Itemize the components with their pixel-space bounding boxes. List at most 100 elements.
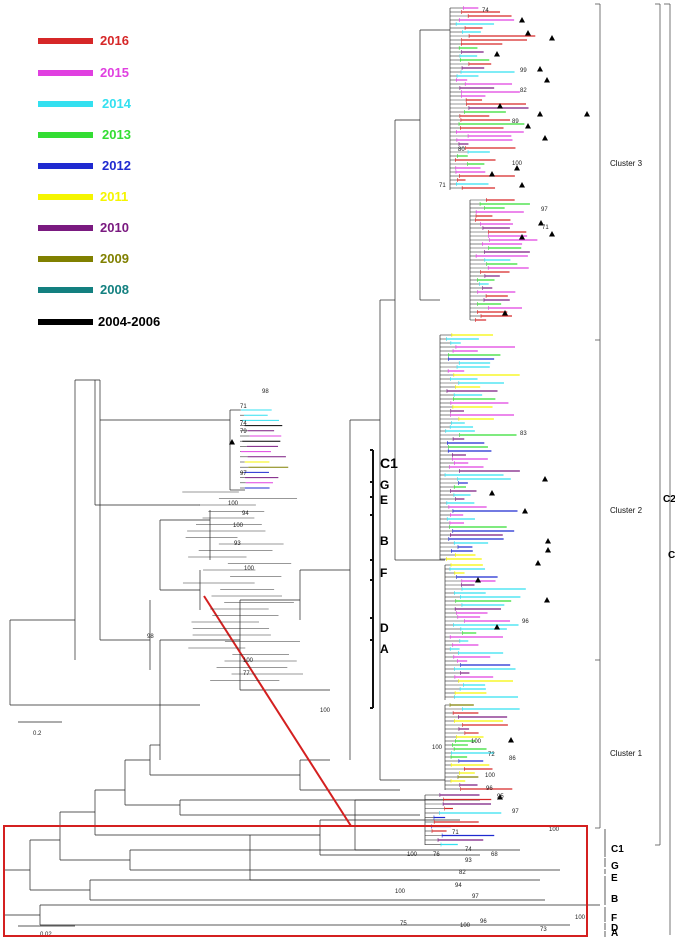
bootstrap-value: 96	[522, 619, 529, 625]
legend-label-2016: 2016	[100, 33, 129, 48]
triangle-marker	[497, 103, 503, 109]
triangle-marker	[514, 165, 520, 171]
main-phylogenetic-tree: 7499828980100719771839610072861009695971…	[3, 6, 600, 938]
bootstrap-value: 71	[542, 225, 549, 231]
main-subgenotype-F: F	[611, 913, 617, 924]
bootstrap-value: 80	[458, 147, 465, 153]
triangle-marker	[584, 111, 590, 117]
triangle-marker	[508, 737, 514, 743]
inset-triangle-marker	[229, 439, 235, 445]
legend-label-2009: 2009	[100, 251, 129, 266]
triangle-marker	[494, 624, 500, 630]
triangle-marker	[519, 234, 525, 240]
legend-label-2010: 2010	[100, 220, 129, 235]
zoom-connector-line	[203, 595, 352, 827]
main-subgenotype-C1: C1	[611, 844, 624, 855]
bootstrap-value: 82	[520, 88, 527, 94]
bootstrap-value: 100	[407, 852, 418, 858]
inset-bootstrap-value: 100	[320, 708, 331, 714]
triangle-marker	[502, 310, 508, 316]
legend-label-2012: 2012	[102, 158, 131, 173]
triangle-marker	[542, 135, 548, 141]
highlight-box	[3, 825, 588, 937]
inset-subgenotype-G: G	[380, 478, 389, 492]
triangle-marker	[494, 51, 500, 57]
main-subgenotype-A: A	[611, 928, 618, 938]
triangle-marker	[497, 794, 503, 800]
legend-label-2013: 2013	[102, 127, 131, 142]
cluster-label-1: Cluster 1	[610, 749, 643, 758]
triangle-marker	[519, 17, 525, 23]
inset-bootstrap-value: 98	[147, 634, 154, 640]
triangle-marker	[544, 597, 550, 603]
triangle-marker	[538, 220, 544, 226]
inset-bootstrap-value: 100	[244, 566, 255, 572]
triangle-marker	[545, 538, 551, 544]
bootstrap-value: 82	[459, 870, 466, 876]
inset-bootstrap-value: 100	[228, 501, 239, 507]
year-color-legend: 2016201520142013201220112010200920082004…	[38, 33, 160, 329]
triangle-marker	[522, 508, 528, 514]
triangle-marker	[549, 231, 555, 237]
genotype-label-C: C	[668, 550, 675, 561]
bootstrap-value: 75	[400, 921, 407, 927]
bootstrap-value: 97	[512, 809, 519, 815]
bootstrap-value: 100	[395, 889, 406, 895]
inset-bootstrap-value: 79	[240, 429, 247, 435]
bootstrap-value: 93	[465, 858, 472, 864]
bootstrap-value: 97	[541, 207, 548, 213]
bootstrap-value: 100	[471, 739, 482, 745]
bootstrap-value: 100	[460, 923, 471, 929]
inset-subgenotype-F: F	[380, 566, 387, 580]
inset-bootstrap-value: 77	[243, 671, 250, 677]
inset-bootstrap-value: 71	[240, 404, 247, 410]
bootstrap-value: 83	[520, 431, 527, 437]
legend-label-2015: 2015	[100, 65, 129, 80]
inset-subgenotype-B: B	[380, 534, 389, 548]
genotype-label-C2: C2	[663, 494, 675, 505]
inset-subgenotype-E: E	[380, 493, 388, 507]
bootstrap-value: 100	[432, 745, 443, 751]
triangle-marker	[519, 182, 525, 188]
main-subgenotype-G: G	[611, 861, 619, 872]
triangle-marker	[549, 35, 555, 41]
bootstrap-value: 100	[485, 773, 496, 779]
bootstrap-value: 97	[472, 894, 479, 900]
triangle-marker	[475, 577, 481, 583]
inset-subgenotype-D: D	[380, 621, 389, 635]
bootstrap-value: 68	[491, 852, 498, 858]
legend-label-2014: 2014	[102, 96, 132, 111]
bootstrap-value: 94	[455, 883, 462, 889]
bootstrap-value: 96	[480, 919, 487, 925]
inset-bootstrap-value: 94	[242, 511, 249, 517]
bootstrap-value: 99	[520, 68, 527, 74]
bootstrap-value: 100	[512, 161, 523, 167]
bootstrap-value: 100	[575, 915, 586, 921]
inset-subgenotype-A: A	[380, 642, 389, 656]
inset-bootstrap-value: 93	[234, 541, 241, 547]
cluster-label-3: Cluster 3	[610, 159, 643, 168]
triangle-marker	[537, 111, 543, 117]
bootstrap-value: 74	[465, 847, 472, 853]
inset-bootstrap-value: 100	[243, 658, 254, 664]
triangle-marker	[535, 560, 541, 566]
bootstrap-value: 71	[439, 183, 446, 189]
bootstrap-value: 76	[433, 852, 440, 858]
inset-bootstrap-value: 97	[240, 471, 247, 477]
inset-phylogenetic-tree: 987174799710094100931009810077100C1GEBFD…	[9, 379, 398, 737]
bootstrap-value: 95	[497, 794, 504, 800]
main-subgenotype-B: B	[611, 894, 618, 905]
triangle-marker	[525, 123, 531, 129]
bootstrap-value: 71	[452, 830, 459, 836]
main-subgenotype-E: E	[611, 873, 618, 884]
triangle-marker	[525, 30, 531, 36]
triangle-marker	[489, 171, 495, 177]
triangle-marker	[537, 66, 543, 72]
bootstrap-value: 73	[540, 927, 547, 933]
legend-label-2004-2006: 2004-2006	[98, 314, 160, 329]
legend-label-2011: 2011	[100, 189, 128, 204]
triangle-marker	[544, 77, 550, 83]
bootstrap-value: 74	[482, 8, 489, 14]
